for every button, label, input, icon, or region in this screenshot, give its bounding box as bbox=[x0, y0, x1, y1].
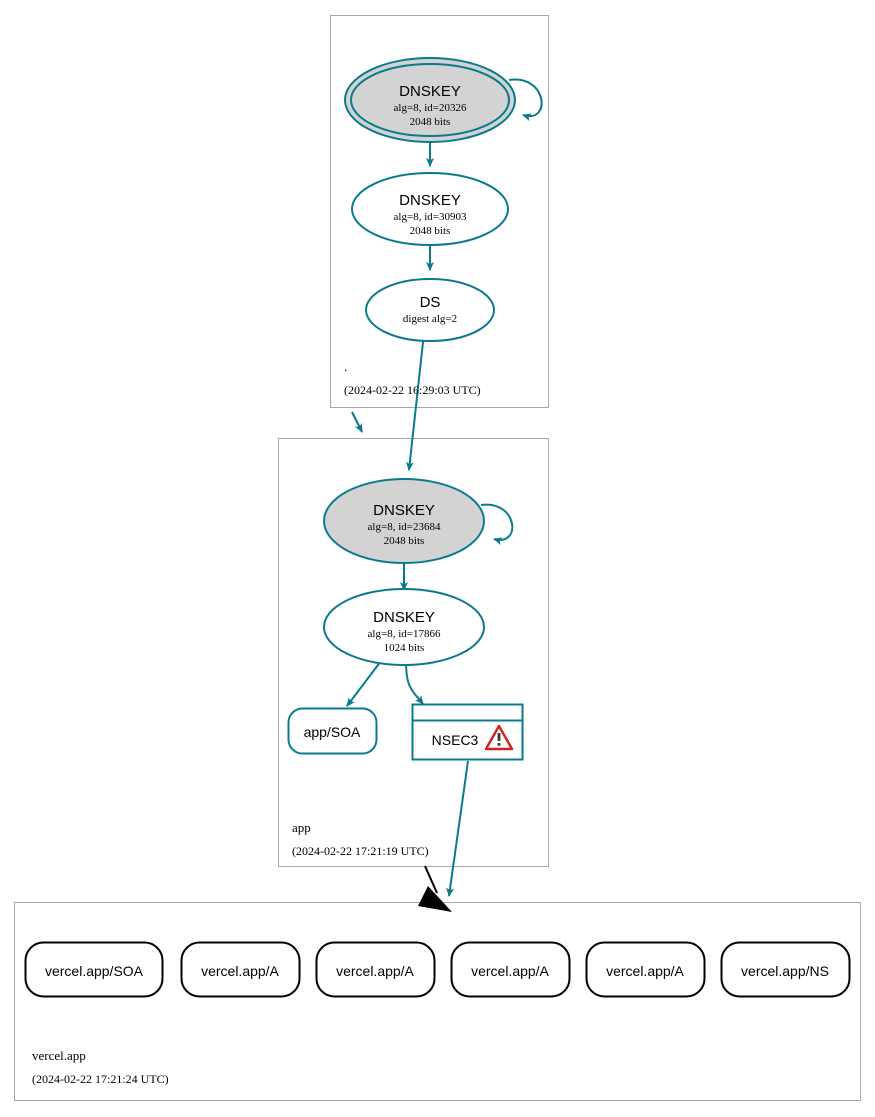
vercel-a-2-pill bbox=[315, 941, 436, 998]
edge-self-signature-app-ksk bbox=[480, 503, 514, 546]
edge-nsec3-to-vercel-app bbox=[446, 760, 469, 897]
rrset-app-soa[interactable]: app/SOA bbox=[287, 707, 378, 755]
vercel-a-4-label: vercel.app/A bbox=[606, 963, 684, 979]
nsec3-header-strip bbox=[411, 703, 524, 722]
zone-timestamp-app: (2024-02-22 17:21:19 UTC) bbox=[292, 844, 429, 858]
root-ds-digest: digest alg=2 bbox=[403, 313, 457, 325]
vercel-a-1-label: vercel.app/A bbox=[201, 963, 279, 979]
root-ds-ellipse bbox=[365, 278, 495, 342]
app-zsk-ellipse bbox=[323, 588, 485, 666]
edge-app-zsk-to-app-soa bbox=[346, 660, 382, 707]
zone-label-vercel-app: vercel.app bbox=[32, 1048, 86, 1063]
zone-timestamp-root: (2024-02-22 16:29:03 UTC) bbox=[344, 383, 481, 397]
app-zsk-title: DNSKEY bbox=[373, 609, 435, 626]
vercel-a-3-label: vercel.app/A bbox=[471, 963, 549, 979]
root-ksk-inner-ellipse bbox=[350, 63, 510, 137]
edge-app-zsk-to-nsec3 bbox=[405, 660, 424, 705]
vercel-a-1-pill bbox=[180, 941, 301, 998]
vercel-a-4-pill bbox=[585, 941, 706, 998]
rrset-vercel-a-3[interactable]: vercel.app/A bbox=[450, 941, 571, 998]
rrset-vercel-a-4[interactable]: vercel.app/A bbox=[585, 941, 706, 998]
rrset-vercel-a-2[interactable]: vercel.app/A bbox=[315, 941, 436, 998]
app-zsk-keyinfo: alg=8, id=17866 bbox=[368, 628, 441, 640]
root-zsk-ellipse bbox=[351, 172, 509, 246]
root-ksk-title: DNSKEY bbox=[399, 83, 461, 100]
warning-triangle-icon bbox=[484, 724, 514, 751]
nsec3-label: NSEC3 bbox=[432, 732, 479, 748]
node-root-ds[interactable]: DS digest alg=2 bbox=[365, 278, 495, 342]
vercel-ns-label: vercel.app/NS bbox=[741, 963, 829, 979]
zone-box-vercel-app bbox=[14, 902, 861, 1101]
app-ksk-keysize: 2048 bits bbox=[384, 535, 425, 547]
root-ksk-keysize: 2048 bits bbox=[410, 116, 451, 128]
root-zsk-title: DNSKEY bbox=[399, 192, 461, 209]
node-root-zsk[interactable]: DNSKEY alg=8, id=30903 2048 bits bbox=[351, 172, 509, 246]
vercel-a-3-pill bbox=[450, 941, 571, 998]
warning-exclamation-dot bbox=[497, 743, 501, 746]
root-ds-title: DS bbox=[420, 294, 441, 311]
node-app-zsk[interactable]: DNSKEY alg=8, id=17866 1024 bits bbox=[323, 588, 485, 666]
zone-label-app: app bbox=[292, 820, 311, 835]
app-zsk-keysize: 1024 bits bbox=[384, 642, 425, 654]
node-root-ksk[interactable]: DNSKEY alg=8, id=20326 2048 bits bbox=[344, 57, 516, 143]
root-zsk-keysize: 2048 bits bbox=[410, 225, 451, 237]
rrset-app-nsec3[interactable]: NSEC3 bbox=[411, 703, 524, 761]
app-ksk-title: DNSKEY bbox=[373, 502, 435, 519]
zone-timestamp-vercel-app: (2024-02-22 17:21:24 UTC) bbox=[32, 1072, 169, 1086]
vercel-a-2-label: vercel.app/A bbox=[336, 963, 414, 979]
app-soa-label: app/SOA bbox=[304, 724, 361, 740]
edge-ds-to-app-ksk bbox=[405, 332, 425, 471]
arrowhead-insecure-delegation bbox=[418, 886, 452, 912]
app-ksk-keyinfo: alg=8, id=23684 bbox=[368, 521, 441, 533]
vercel-soa-label: vercel.app/SOA bbox=[45, 963, 144, 979]
node-app-ksk[interactable]: DNSKEY alg=8, id=23684 2048 bits bbox=[323, 478, 485, 564]
edge-self-signature-root-ksk bbox=[508, 78, 543, 122]
rrset-vercel-ns[interactable]: vercel.app/NS bbox=[720, 941, 851, 998]
app-soa-pill bbox=[287, 707, 378, 755]
warning-exclamation-bar bbox=[497, 733, 501, 741]
rrset-vercel-soa[interactable]: vercel.app/SOA bbox=[24, 941, 164, 998]
edge-delegation-root-to-app bbox=[351, 411, 363, 433]
vercel-soa-pill bbox=[24, 941, 164, 998]
zone-label-root: . bbox=[344, 359, 347, 374]
edge-insecure-delegation-app-to-vercel-app bbox=[424, 865, 438, 894]
app-ksk-ellipse bbox=[323, 478, 485, 564]
root-ksk-keyinfo: alg=8, id=20326 bbox=[394, 102, 467, 114]
vercel-ns-pill bbox=[720, 941, 851, 998]
root-zsk-keyinfo: alg=8, id=30903 bbox=[394, 211, 467, 223]
rrset-vercel-a-1[interactable]: vercel.app/A bbox=[180, 941, 301, 998]
